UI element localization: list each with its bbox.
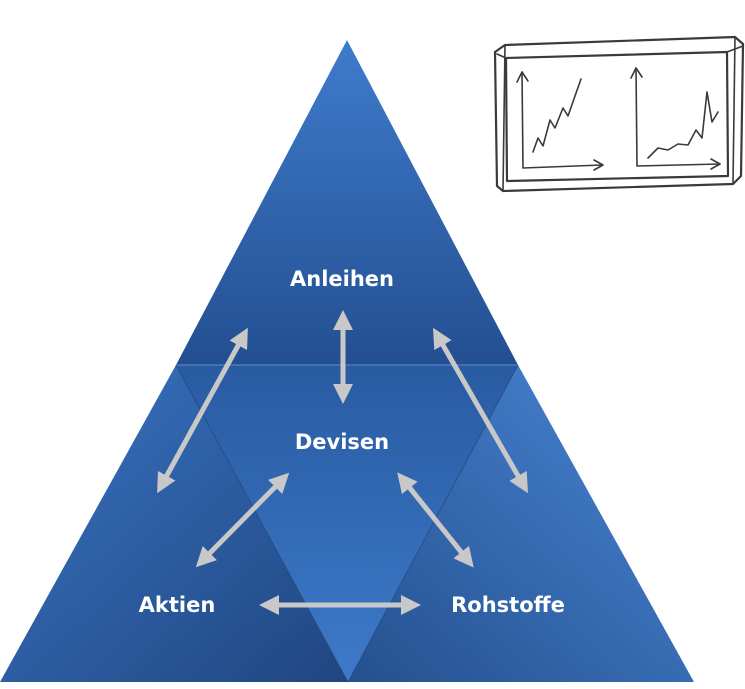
node-label-aktien: Aktien bbox=[139, 593, 216, 617]
monitor-with-two-line-charts-icon bbox=[493, 35, 745, 193]
pyramid-segment-top bbox=[176, 40, 518, 365]
node-label-anleihen: Anleihen bbox=[290, 267, 394, 291]
arrow-anleihen-aktien bbox=[157, 327, 248, 494]
arrow-anleihen-rohstoffe bbox=[433, 327, 528, 494]
pyramid-segment-right bbox=[348, 365, 694, 682]
arrow-devisen-rohstoffe bbox=[397, 472, 474, 568]
node-label-rohstoffe: Rohstoffe bbox=[451, 593, 565, 617]
pyramid-segment-center bbox=[176, 365, 518, 682]
arrow-devisen-aktien bbox=[195, 472, 290, 568]
node-label-devisen: Devisen bbox=[295, 430, 389, 454]
pyramid bbox=[0, 40, 694, 683]
relationship-arrows bbox=[157, 310, 528, 615]
